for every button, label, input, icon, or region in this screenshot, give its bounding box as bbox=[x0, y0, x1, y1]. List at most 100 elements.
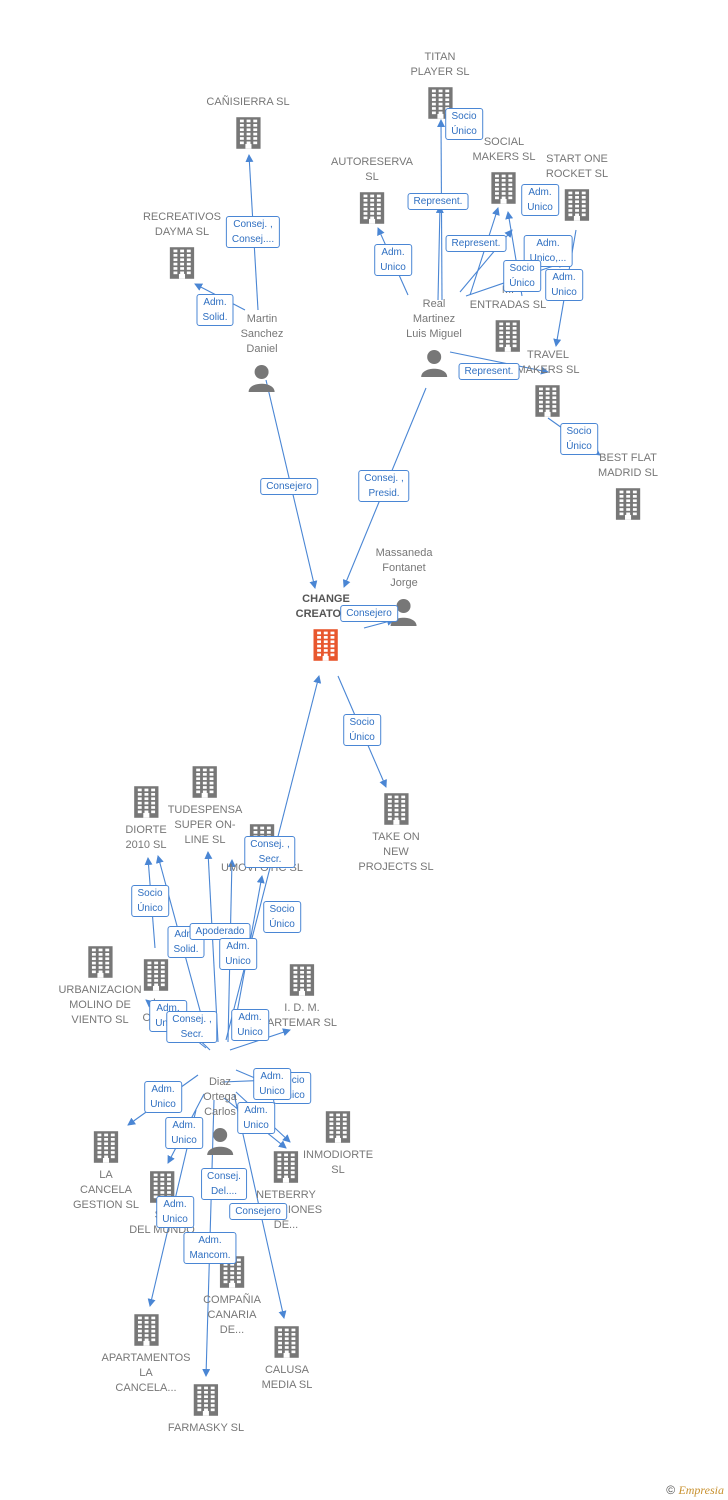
node-travel[interactable]: TRAVEL MAKERS SL bbox=[516, 348, 580, 418]
building-icon bbox=[235, 117, 261, 149]
edge-line-e12 bbox=[449, 351, 549, 375]
node-real[interactable]: Real Martinez Luis Miguel bbox=[406, 297, 462, 378]
edge-label-e14[interactable]: Consej. , Presid. bbox=[358, 470, 410, 502]
node-label: START ONE ROCKET SL bbox=[545, 153, 609, 180]
node-urbanizacion[interactable]: URBANIZACION MOLINO DE VIENTO SL bbox=[58, 945, 142, 1028]
node-change[interactable]: CHANGE CREATORS bbox=[296, 592, 356, 662]
edge-label-e28[interactable]: Adm. Unico bbox=[144, 1081, 182, 1113]
node-diaz[interactable]: Diaz Ortega Carlos bbox=[203, 1075, 237, 1156]
node-label: Martin Sanchez Daniel bbox=[240, 313, 284, 355]
edge-label-e31[interactable]: Consej. Del.... bbox=[201, 1168, 247, 1200]
edge-label-e16[interactable]: Socio Único bbox=[343, 714, 381, 746]
brand-logo[interactable]: Empresia bbox=[678, 1483, 724, 1497]
node-calusa[interactable]: CALUSA MEDIA SL bbox=[262, 1325, 312, 1393]
node-label: I. D. M. ARTEMAR SL bbox=[266, 1002, 338, 1029]
edge-label-e13[interactable]: Socio Único bbox=[560, 423, 598, 455]
building-icon bbox=[143, 959, 169, 991]
building-icon bbox=[192, 766, 218, 798]
edge-label-e8[interactable]: Represent. bbox=[445, 235, 507, 252]
node-label: URBANIZACION MOLINO DE VIENTO SL bbox=[58, 984, 142, 1026]
node-social[interactable]: SOCIAL MAKERS SL bbox=[472, 135, 536, 205]
edge-label-e30[interactable]: Adm. Unico bbox=[237, 1102, 275, 1134]
node-martin[interactable]: Martin Sanchez Daniel bbox=[240, 312, 284, 393]
edge-label-e27[interactable]: Adm. Unico bbox=[253, 1068, 291, 1100]
building-icon bbox=[289, 964, 315, 996]
building-icon bbox=[564, 189, 590, 221]
edge-label-e25[interactable]: Adm. Unico bbox=[231, 1009, 269, 1041]
node-label: Real Martinez Luis Miguel bbox=[406, 298, 462, 340]
node-label: COMPAÑIA CANARIA DE... bbox=[203, 1294, 261, 1336]
edge-label-e11[interactable]: Adm. Unico bbox=[545, 269, 583, 301]
node-label: TITAN PLAYER SL bbox=[410, 51, 470, 78]
node-label: Massaneda Fontanet Jorge bbox=[375, 547, 433, 589]
node-startone[interactable]: START ONE ROCKET SL bbox=[546, 152, 608, 222]
footer: © Empresia bbox=[666, 1483, 724, 1498]
node-label: BEST FLAT MADRID SL bbox=[598, 452, 658, 479]
node-label: APARTAMENTOS LA CANCELA... bbox=[101, 1352, 191, 1394]
edge-label-e34[interactable]: Adm. Mancom. bbox=[183, 1232, 237, 1264]
edge-label-e2[interactable]: Adm. Solid. bbox=[196, 294, 234, 326]
node-cansierra[interactable]: CAÑISIERRA SL bbox=[206, 95, 290, 150]
node-recreativos[interactable]: RECREATIVOS DAYMA SL bbox=[143, 210, 221, 280]
building-icon bbox=[491, 172, 517, 204]
node-label: CAÑISIERRA SL bbox=[206, 96, 290, 108]
node-netberry[interactable]: NETBERRY SOLUCIONES DE... bbox=[250, 1150, 322, 1233]
building-icon bbox=[93, 1131, 119, 1163]
node-diorte[interactable]: DIORTE 2010 SL bbox=[125, 785, 167, 853]
edge-label-e22[interactable]: Socio Único bbox=[263, 901, 301, 933]
node-label: FARMASKY SL bbox=[167, 1422, 245, 1434]
building-icon bbox=[169, 247, 195, 279]
node-titan[interactable]: TITAN PLAYER SL bbox=[410, 50, 470, 120]
edge-label-e33[interactable]: Adm. Unico bbox=[156, 1196, 194, 1228]
node-label: TRAVEL MAKERS SL bbox=[516, 349, 580, 376]
node-idm[interactable]: I. D. M. ARTEMAR SL bbox=[267, 963, 337, 1031]
node-compania[interactable]: COMPAÑIA CANARIA DE... bbox=[203, 1255, 261, 1338]
edge-label-e12[interactable]: Represent. bbox=[458, 363, 520, 380]
node-label: TAKE ON NEW PROJECTS SL bbox=[358, 831, 434, 873]
building-icon bbox=[133, 1314, 159, 1346]
node-inmodiorte[interactable]: INMODIORTE SL bbox=[303, 1110, 373, 1178]
edge-label-e10[interactable]: Socio Único bbox=[503, 260, 541, 292]
node-farmasky[interactable]: FARMASKY SL bbox=[168, 1383, 244, 1436]
edge-label-e5[interactable]: Represent. bbox=[407, 193, 469, 210]
copyright-symbol: © bbox=[666, 1483, 676, 1497]
building-icon bbox=[359, 192, 385, 224]
edge-label-e21[interactable]: Adm. Unico bbox=[219, 938, 257, 970]
edge-label-e17[interactable]: Consej. , Secr. bbox=[244, 836, 296, 868]
node-label: TUDESPENSA SUPER ON- LINE SL bbox=[167, 804, 243, 846]
building-icon bbox=[535, 385, 561, 417]
edge-label-e3[interactable]: Consejero bbox=[260, 478, 318, 495]
building-icon bbox=[273, 1151, 299, 1183]
person-icon bbox=[249, 365, 275, 392]
building-icon bbox=[274, 1326, 300, 1358]
node-autoreserva[interactable]: AUTORESERVA SL bbox=[331, 155, 413, 225]
node-takeon[interactable]: TAKE ON NEW PROJECTS SL bbox=[358, 792, 434, 875]
building-icon bbox=[313, 629, 339, 661]
building-icon bbox=[615, 488, 641, 520]
edge-label-e29[interactable]: Adm. Unico bbox=[165, 1117, 203, 1149]
building-icon bbox=[495, 320, 521, 352]
edge-label-e4[interactable]: Socio Único bbox=[445, 108, 483, 140]
node-apartamentos[interactable]: APARTAMENTOS LA CANCELA... bbox=[101, 1313, 191, 1396]
edge-label-e15[interactable]: Consejero bbox=[340, 605, 398, 622]
building-icon bbox=[149, 1171, 175, 1203]
node-bestflat[interactable]: BEST FLAT MADRID SL bbox=[598, 451, 658, 521]
node-lacancela[interactable]: LA CANCELA GESTION SL bbox=[73, 1130, 139, 1213]
edge-label-e7[interactable]: Adm. Unico bbox=[521, 184, 559, 216]
edge-line-e4 bbox=[437, 119, 446, 301]
node-tudespensa[interactable]: TUDESPENSA SUPER ON- LINE SL bbox=[167, 765, 243, 848]
edge-label-e18[interactable]: Socio Único bbox=[131, 885, 169, 917]
node-label: LA CANCELA GESTION SL bbox=[72, 1169, 140, 1211]
edge-label-e6[interactable]: Adm. Unico bbox=[374, 244, 412, 276]
node-mientradas[interactable]: MI ENTRADAS SL bbox=[470, 283, 546, 353]
node-label: SOCIAL MAKERS SL bbox=[472, 136, 536, 163]
node-label: DIORTE 2010 SL bbox=[125, 824, 167, 851]
building-icon bbox=[383, 793, 409, 825]
edge-label-e24[interactable]: Consej. , Secr. bbox=[166, 1011, 218, 1043]
person-icon bbox=[420, 350, 447, 377]
building-icon bbox=[325, 1111, 351, 1143]
edge-label-e1[interactable]: Consej. , Consej.... bbox=[225, 216, 281, 248]
edge-label-e32[interactable]: Consejero bbox=[229, 1203, 287, 1220]
